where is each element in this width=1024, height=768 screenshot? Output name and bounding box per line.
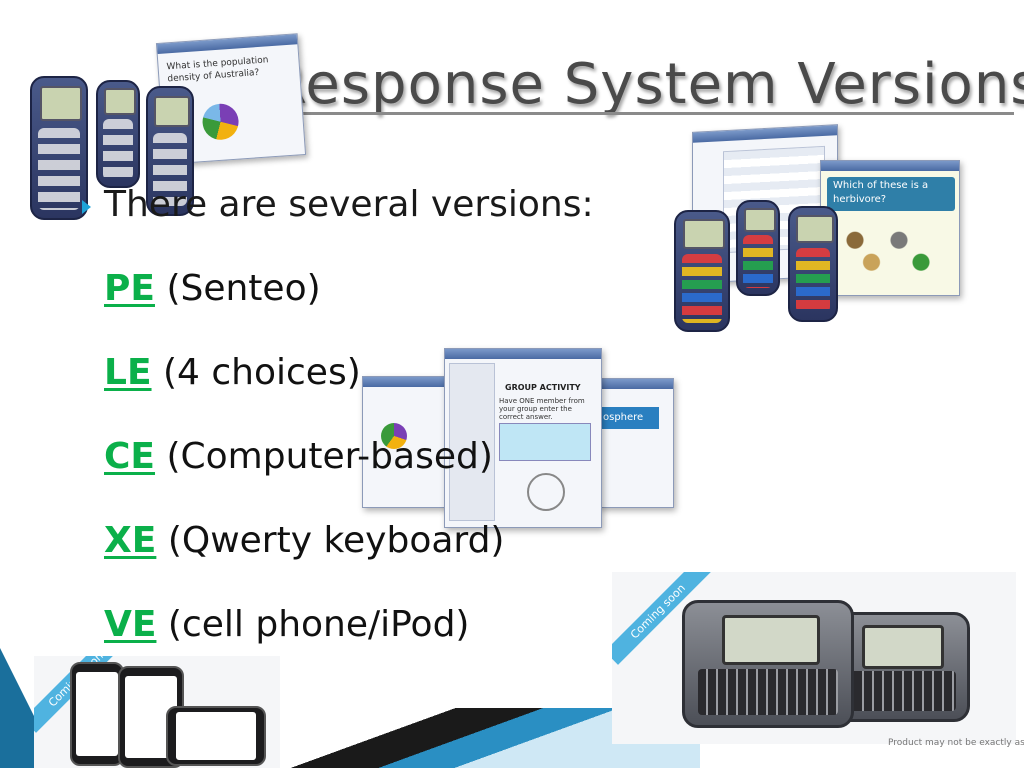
slide-title: Response System Versions [268,52,1024,117]
intro-text: There are several versions: [104,184,594,225]
ce-main-window: GROUP ACTIVITY Have ONE member from your… [444,348,602,528]
ce-window-right: osphere [598,378,674,508]
bullet-arrow-icon [82,200,91,214]
ce-word-banner: osphere [599,407,659,429]
version-code-link[interactable]: VE [104,604,157,645]
pe-remote-2 [96,80,140,188]
version-ce: CE (Computer-based) [104,436,493,477]
ce-sidebar [449,363,495,521]
version-le: LE (4 choices) [104,352,361,393]
title-underline [262,112,1014,115]
ce-instruction: Have ONE member from your group enter th… [499,397,585,421]
pe-remote-1 [30,76,88,220]
version-code-link[interactable]: CE [104,436,156,477]
ve-phone-1 [70,662,124,766]
version-code-link[interactable]: XE [104,520,157,561]
version-desc: (4 choices) [162,352,361,393]
pie-chart-icon [381,423,407,449]
le-remote-1 [674,210,730,332]
ce-heading: GROUP ACTIVITY [505,383,581,392]
version-desc: (Qwerty keyboard) [167,520,505,561]
ce-diagram [527,473,565,511]
version-desc: (Computer-based) [166,436,493,477]
version-code-link[interactable]: PE [104,268,155,309]
version-desc: (cell phone/iPod) [167,604,470,645]
version-ve: VE (cell phone/iPod) [104,604,469,645]
xe-keyboard-device-front [682,600,854,728]
le-remote-3 [788,206,838,322]
ce-question-panel [499,423,591,461]
le-remote-2 [736,200,780,296]
ve-ipod [166,706,266,766]
pe-question-text: What is the population density of Austra… [166,55,269,85]
version-xe: XE (Qwerty keyboard) [104,520,504,561]
ce-window-left [362,376,454,508]
pie-chart-icon [201,102,240,141]
version-desc: (Senteo) [166,268,321,309]
disclaimer-note: Product may not be exactly as shown [888,738,1024,748]
version-pe: PE (Senteo) [104,268,321,309]
animal-icons [833,227,943,271]
le-software-window-front: Which of these is a herbivore? [820,160,960,296]
pe-remote-3 [146,86,194,216]
version-code-link[interactable]: LE [104,352,152,393]
le-question-banner: Which of these is a herbivore? [827,177,955,211]
